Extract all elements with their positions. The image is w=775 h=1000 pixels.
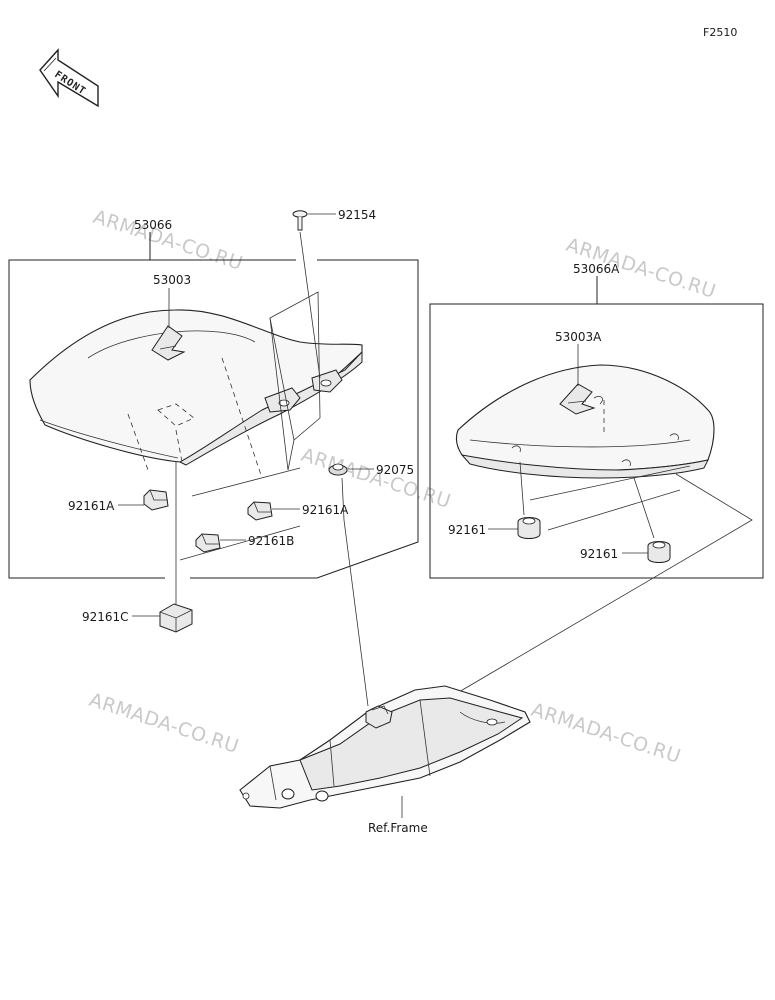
label-92161A-left: 92161A xyxy=(68,499,115,513)
label-92075: 92075 xyxy=(376,463,414,477)
front-seat-assembly-box xyxy=(8,232,419,579)
bolt-92154 xyxy=(292,210,336,379)
watermark-bottom-right: ARMADA-CO.RU xyxy=(528,699,683,768)
label-92154: 92154 xyxy=(338,208,376,222)
label-92161B: 92161B xyxy=(248,534,294,548)
damper-92161A-left xyxy=(118,489,169,511)
rear-seat-assembly-box xyxy=(429,276,764,579)
label-53066: 53066 xyxy=(134,218,172,232)
watermark-top-left: ARMADA-CO.RU xyxy=(90,206,245,275)
front-direction-icon: FRONT xyxy=(39,48,99,108)
grommet-92075 xyxy=(328,463,374,476)
label-53003A: 53003A xyxy=(555,330,602,344)
label-ref-frame: Ref.Frame xyxy=(368,821,428,835)
watermark-bottom-left: ARMADA-CO.RU xyxy=(86,689,241,758)
damper-92161C xyxy=(132,462,193,633)
damper-92161-lower xyxy=(622,541,671,563)
rear-seat xyxy=(455,344,715,479)
transparent-panel xyxy=(269,291,321,441)
damper-92161A-right xyxy=(247,501,300,521)
label-53066A: 53066A xyxy=(573,262,620,276)
label-92161-lower: 92161 xyxy=(580,547,618,561)
figure-code: F2510 xyxy=(703,26,737,39)
watermarks: ARMADA-CO.RU ARMADA-CO.RU ARMADA-CO.RU A… xyxy=(86,206,718,768)
label-92161A-right: 92161A xyxy=(302,503,349,517)
rear-frame xyxy=(239,685,531,818)
damper-92161-upper xyxy=(488,517,541,539)
label-92161C: 92161C xyxy=(82,610,129,624)
front-seat xyxy=(29,309,363,466)
label-53003: 53003 xyxy=(153,273,191,287)
label-92161-upper: 92161 xyxy=(448,523,486,537)
damper-92161B xyxy=(195,533,246,553)
